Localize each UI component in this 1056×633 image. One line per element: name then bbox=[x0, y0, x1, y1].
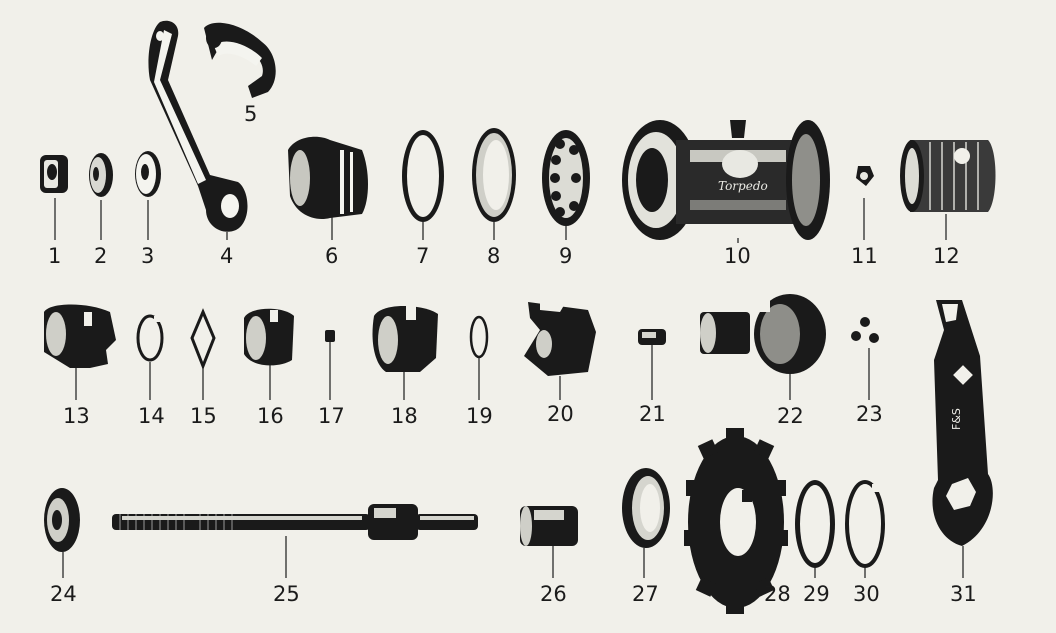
part-8-seal-ring bbox=[472, 128, 516, 222]
part-14-circlip bbox=[136, 314, 164, 362]
callout-13: 13 bbox=[63, 404, 90, 428]
part-27-cup-ring bbox=[622, 468, 670, 548]
part-3-washer bbox=[135, 151, 161, 197]
callout-28: 28 bbox=[764, 582, 791, 606]
callout-17: 17 bbox=[318, 404, 345, 428]
part-7-dust-ring bbox=[402, 130, 444, 222]
callout-3: 3 bbox=[141, 244, 155, 268]
callout-8: 8 bbox=[487, 244, 501, 268]
callout-25: 25 bbox=[273, 582, 300, 606]
callout-14: 14 bbox=[138, 404, 165, 428]
callout-26: 26 bbox=[540, 582, 567, 606]
part-5-clamp-clip bbox=[204, 22, 276, 99]
part-6-brake-cone bbox=[288, 136, 368, 220]
part-16-clutch-cone bbox=[244, 308, 294, 366]
part-21-roller bbox=[638, 329, 666, 345]
callout-29: 29 bbox=[803, 582, 830, 606]
callout-12: 12 bbox=[933, 244, 960, 268]
callout-20: 20 bbox=[547, 402, 574, 426]
callout-22: 22 bbox=[777, 404, 804, 428]
part-9-ball-bearing bbox=[542, 130, 590, 226]
wrench-mark-text: F&S bbox=[950, 408, 963, 430]
part-11-oiler-cap bbox=[856, 166, 874, 186]
callout-4: 4 bbox=[220, 244, 234, 268]
callout-21: 21 bbox=[639, 402, 666, 426]
part-17-pin bbox=[325, 330, 335, 342]
callout-16: 16 bbox=[257, 404, 284, 428]
callout-10: 10 bbox=[724, 244, 751, 268]
hub-brand-text: Torpedo bbox=[718, 179, 768, 193]
part-20-brake-shoe bbox=[524, 300, 596, 376]
part-30-retaining-ring bbox=[845, 480, 885, 568]
leader-lines bbox=[54, 198, 964, 578]
part-31-cone-wrench: F&S bbox=[932, 300, 993, 546]
part-23-balls bbox=[851, 317, 879, 343]
part-22-driver-cone bbox=[700, 294, 826, 374]
callout-15: 15 bbox=[190, 404, 217, 428]
part-26-spacer bbox=[520, 506, 578, 546]
part-10-hub-shell: Torpedo bbox=[622, 120, 830, 240]
callout-5: 5 bbox=[244, 102, 258, 126]
part-28-sprocket bbox=[684, 428, 788, 614]
part-15-spring-ring bbox=[190, 308, 216, 371]
callout-18: 18 bbox=[391, 404, 418, 428]
part-18-driver bbox=[372, 306, 438, 372]
callout-19: 19 bbox=[466, 404, 493, 428]
callout-9: 9 bbox=[559, 244, 573, 268]
callout-1: 1 bbox=[48, 244, 62, 268]
part-12-threaded-sleeve bbox=[900, 140, 996, 212]
callout-2: 2 bbox=[94, 244, 108, 268]
callout-11: 11 bbox=[851, 244, 878, 268]
callout-6: 6 bbox=[325, 244, 339, 268]
part-1-axle-nut bbox=[40, 155, 68, 193]
callout-23: 23 bbox=[856, 402, 883, 426]
part-25-axle bbox=[112, 504, 478, 540]
part-19-snap-ring bbox=[469, 315, 489, 359]
part-29-dust-shield bbox=[795, 480, 835, 568]
part-13-clutch-ring bbox=[44, 304, 116, 368]
callout-31: 31 bbox=[950, 582, 977, 606]
callout-30: 30 bbox=[853, 582, 880, 606]
part-4-brake-arm bbox=[148, 20, 248, 232]
part-24-dust-cap bbox=[44, 488, 80, 552]
callout-7: 7 bbox=[416, 244, 430, 268]
callout-27: 27 bbox=[632, 582, 659, 606]
callout-24: 24 bbox=[50, 582, 77, 606]
part-2-lock-washer bbox=[89, 153, 113, 197]
